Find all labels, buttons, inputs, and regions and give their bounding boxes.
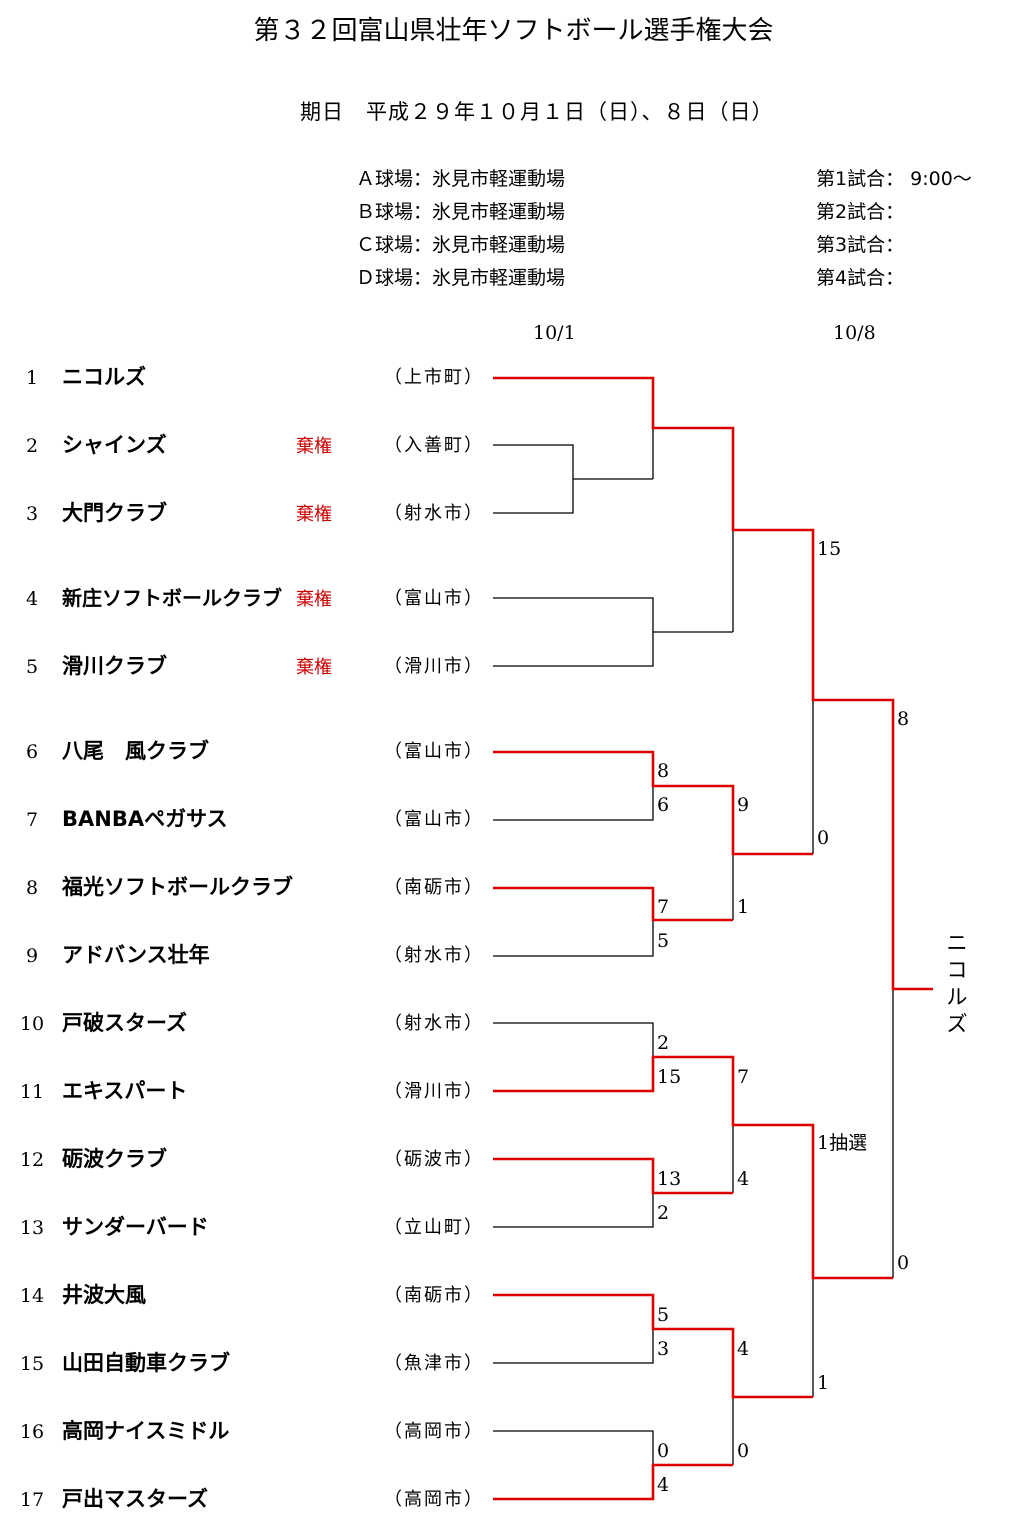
team-city: （砺波市）: [384, 1149, 484, 1170]
team-name: 福光ソフトボールクラブ: [62, 875, 293, 899]
team-city: （射水市）: [384, 945, 484, 966]
score: 1: [737, 896, 750, 918]
score: 1: [817, 1372, 830, 1394]
team-city: （滑川市）: [384, 656, 484, 677]
team-name: エキスパート: [62, 1079, 188, 1103]
team-city: （富山市）: [384, 741, 484, 762]
team-city: （滑川市）: [384, 1081, 484, 1102]
score: 8: [657, 760, 670, 782]
team-seed: 8: [25, 877, 39, 899]
team-name: 高岡ナイスミドル: [62, 1419, 230, 1443]
score: 9: [737, 794, 750, 816]
team-city: （射水市）: [384, 503, 484, 524]
score: 3: [657, 1338, 670, 1360]
forfeit-label: 棄権: [296, 504, 332, 525]
score: 7: [657, 896, 670, 918]
score: 0: [737, 1440, 750, 1462]
team-seed: 11: [19, 1081, 45, 1103]
team-seed: 7: [25, 809, 39, 831]
team-city: （射水市）: [384, 1013, 484, 1034]
team-city: （立山町）: [384, 1217, 484, 1238]
team-seed: 3: [25, 503, 39, 525]
score: 0: [897, 1252, 910, 1274]
venue-a: Ａ球場：氷見市軽運動場: [356, 168, 566, 190]
team-seed: 5: [25, 656, 39, 678]
team-city: （高岡市）: [384, 1489, 484, 1510]
game-time-1: 第1試合： 9:00～: [816, 168, 972, 190]
team-city: （魚津市）: [384, 1353, 484, 1374]
team-seed: 2: [25, 435, 39, 457]
game-time-2: 第2試合：: [816, 201, 905, 223]
score: 5: [657, 1304, 670, 1326]
game-time-4: 第4試合：: [816, 267, 905, 289]
team-name: 新庄ソフトボールクラブ: [62, 586, 282, 610]
team-name: ニコルズ: [62, 365, 146, 389]
team-city: （入善町）: [384, 435, 484, 456]
team-seed: 4: [25, 588, 39, 610]
team-city: （高岡市）: [384, 1421, 484, 1442]
loser-lines: [493, 428, 894, 1465]
score: 4: [657, 1474, 670, 1496]
champion-name: ニコルズ: [946, 931, 968, 1036]
venue-c: Ｃ球場：氷見市軽運動場: [356, 234, 566, 256]
forfeit-label: 棄権: [296, 589, 332, 610]
score: 4: [737, 1168, 750, 1190]
score: 0: [817, 827, 830, 849]
score: 15: [817, 538, 842, 560]
team-name: 井波大風: [62, 1283, 146, 1307]
team-name: 砺波クラブ: [62, 1147, 167, 1171]
team-name: シャインズ: [62, 433, 167, 457]
score: 2: [657, 1032, 670, 1054]
game-time-3: 第3試合：: [816, 234, 905, 256]
score: 4: [737, 1338, 750, 1360]
score: 6: [657, 794, 670, 816]
score: 13: [657, 1168, 682, 1190]
team-city: （南砺市）: [384, 1285, 484, 1306]
team-name: 戸破スターズ: [62, 1011, 187, 1035]
forfeit-label: 棄権: [296, 657, 332, 678]
team-seed: 15: [19, 1353, 45, 1375]
team-seed: 16: [19, 1421, 45, 1443]
venue-b: Ｂ球場：氷見市軽運動場: [356, 201, 566, 223]
score-lottery: 1抽選: [817, 1132, 868, 1154]
team-name: 山田自動車クラブ: [62, 1351, 230, 1375]
team-name: アドバンス壮年: [62, 943, 210, 967]
team-city: （南砺市）: [384, 877, 484, 898]
team-city: （富山市）: [384, 588, 484, 609]
venue-d: Ｄ球場：氷見市軽運動場: [356, 267, 566, 289]
team-name: 八尾 風クラブ: [62, 739, 209, 763]
team-seed: 10: [19, 1013, 45, 1035]
forfeit-label: 棄権: [296, 436, 332, 457]
team-city: （富山市）: [384, 809, 484, 830]
team-seed: 14: [19, 1285, 45, 1307]
score: 7: [737, 1066, 750, 1088]
team-name: 大門クラブ: [62, 501, 167, 525]
score: 0: [657, 1440, 670, 1462]
page-title: 第３２回富山県壮年ソフトボール選手権大会: [253, 16, 774, 46]
event-date: 期日 平成２９年１０月１日（日）、８日（日）: [300, 100, 774, 124]
round-date-1: 10/1: [533, 322, 576, 344]
team-seed: 12: [19, 1149, 45, 1171]
team-name: BANBAペガサス: [62, 807, 228, 831]
score: 2: [657, 1202, 670, 1224]
team-city: （上市町）: [384, 367, 484, 388]
team-name: 戸出マスターズ: [62, 1487, 208, 1511]
team-seed: 1: [25, 367, 39, 389]
team-seed: 17: [19, 1489, 45, 1511]
round-date-2: 10/8: [833, 322, 876, 344]
team-name: サンダーバード: [62, 1215, 209, 1239]
score: 8: [897, 708, 910, 730]
team-seed: 9: [25, 945, 39, 967]
team-seed: 13: [19, 1217, 45, 1239]
team-name: 滑川クラブ: [62, 654, 167, 678]
score: 15: [657, 1066, 682, 1088]
score: 5: [657, 930, 670, 952]
winner-lines: [493, 376, 933, 1501]
team-seed: 6: [25, 741, 39, 763]
